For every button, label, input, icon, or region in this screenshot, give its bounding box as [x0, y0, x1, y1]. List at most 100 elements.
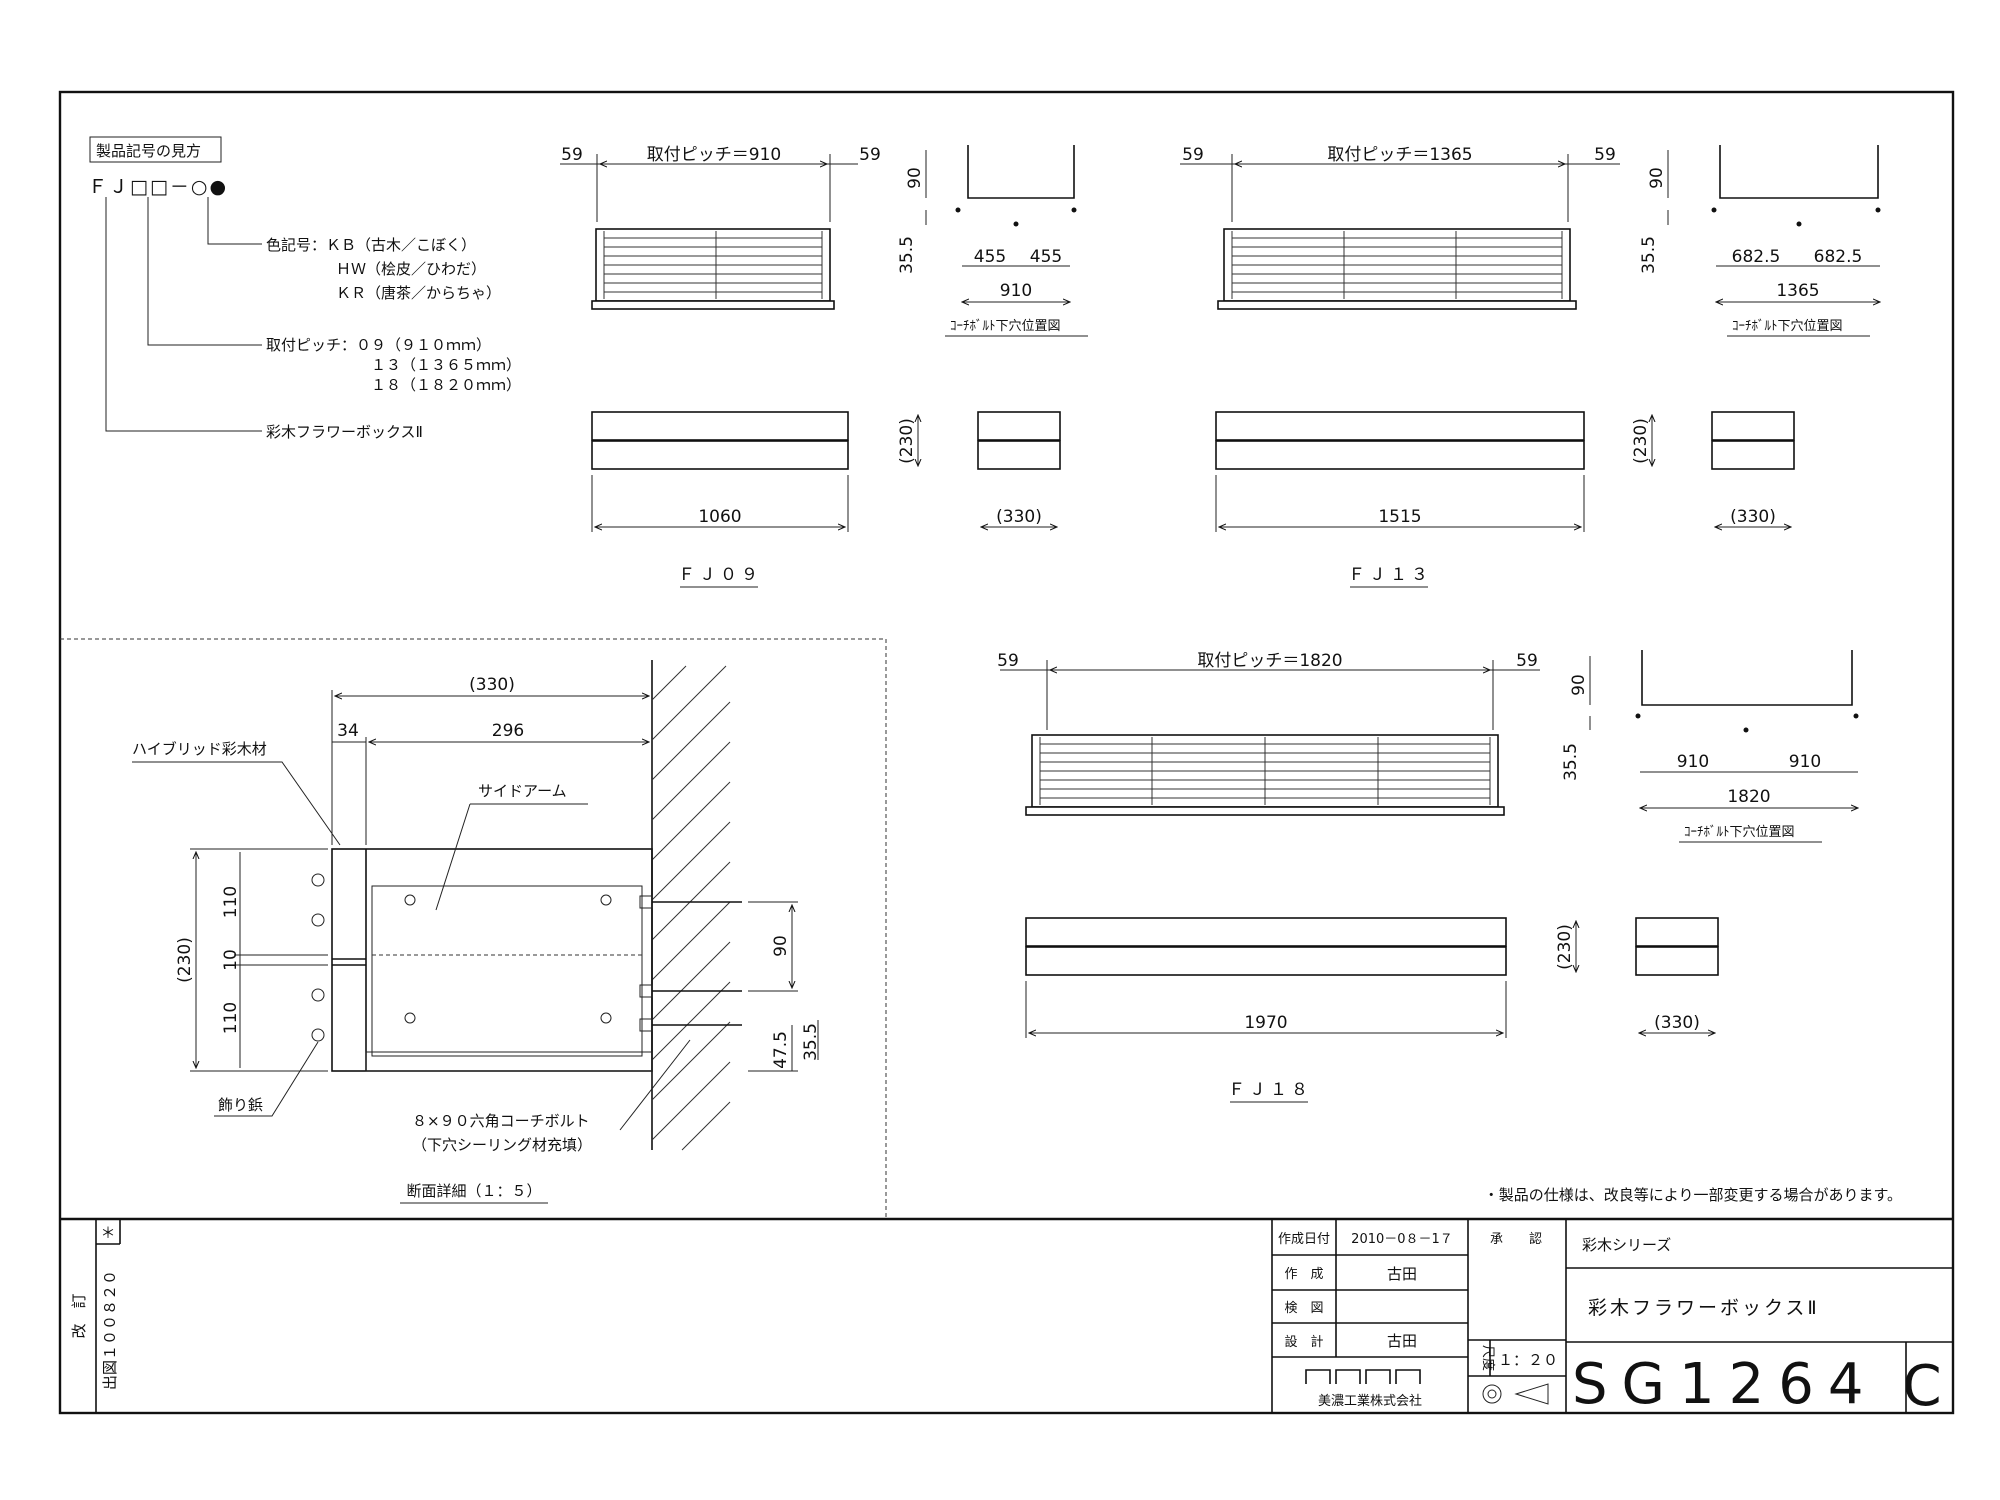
fj13-depth: (330): [1730, 507, 1776, 527]
fj09-side-lower: [591, 440, 849, 470]
legend-code: ＦＪ□□－○●: [88, 176, 228, 198]
fj09-edge-right: 59: [859, 145, 881, 165]
fj18-name: ＦＪ１８: [1228, 1080, 1312, 1100]
section-box-outline: [331, 848, 653, 1072]
tb-made-value: 古田: [1387, 1265, 1417, 1283]
fj13-width: 1515: [1378, 507, 1421, 527]
fj09-half-b: 455: [1030, 247, 1062, 267]
fj13-base: [1217, 300, 1577, 310]
tb-design-value: 古田: [1387, 1332, 1417, 1350]
fj13-caption: ｺｰﾁﾎﾞﾙﾄ下穴位置図: [1732, 319, 1843, 334]
section-h110b: 110: [221, 1002, 241, 1034]
section-screws: [311, 873, 612, 1042]
section-leader-rivet: [214, 1041, 319, 1117]
fj18-half-b: 910: [1789, 752, 1821, 772]
section-v475: 47.5: [771, 1031, 791, 1069]
section-detail: (330) 34 296 ハイブリッド彩木材 サイドアーム (230) 110 …: [132, 660, 821, 1204]
fj09-bracket: [967, 145, 1075, 199]
tb-date-label: 作成日付: [1278, 1232, 1330, 1247]
legend-pitch: 取付ピッチ：０９（９１０ｍｍ）: [266, 336, 491, 354]
legend-leader-product: [105, 197, 262, 432]
revision-mark: ＊: [100, 1224, 115, 1242]
tb-made-label: 作 成: [1284, 1267, 1323, 1282]
section-side-arm: [371, 885, 643, 1057]
projection-symbol-icon: [1482, 1383, 1549, 1405]
section-wall-hatch: [651, 665, 731, 1151]
fj13-edge-left: 59: [1182, 145, 1204, 165]
fj09-v355: 35.5: [897, 236, 917, 274]
fj09-total: 910: [1000, 281, 1032, 301]
fj09-depth: (330): [996, 507, 1042, 527]
fj13-views: 59 取付ピッチ＝1365 59 1515 (230) (330): [1180, 145, 1881, 588]
fj09-edge-left: 59: [561, 145, 583, 165]
section-d296: 296: [492, 721, 524, 741]
revision-block: ＊ 改 訂 出図１００８２０: [70, 1219, 121, 1413]
fj09-half-a: 455: [974, 247, 1006, 267]
section-d34: 34: [337, 721, 359, 741]
fj18-caption: ｺｰﾁﾎﾞﾙﾄ下穴位置図: [1684, 825, 1795, 840]
fj09-v90: 90: [905, 167, 925, 189]
fj13-end-lower: [1711, 440, 1795, 470]
tb-check-label: 検 図: [1284, 1301, 1323, 1316]
fj18-depth: (330): [1654, 1013, 1700, 1033]
section-caption: 断面詳細（１：５）: [406, 1182, 541, 1200]
tb-company: 美濃工業株式会社: [1318, 1393, 1422, 1409]
section-depth-total: (330): [469, 675, 515, 695]
section-coach-bolts: [639, 895, 742, 1032]
revision-issue: 出図１００８２０: [101, 1270, 119, 1390]
fj18-total: 1820: [1727, 787, 1770, 807]
spec-note: ・製品の仕様は、改良等により一部変更する場合があります。: [1484, 1186, 1902, 1204]
section-v90: 90: [771, 935, 791, 957]
fj09-pitch: 取付ピッチ＝910: [647, 145, 781, 165]
legend-title-box: [89, 136, 222, 163]
section-leader-material: [132, 761, 341, 846]
fj18-v90: 90: [1569, 674, 1589, 696]
fj18-end-lower: [1635, 946, 1719, 976]
fj18-views: 59 取付ピッチ＝1820 59 1970 (230) (33: [997, 650, 1858, 1103]
fj09-caption: ｺｰﾁﾎﾞﾙﾄ下穴位置図: [950, 319, 1061, 334]
fj18-pitch: 取付ピッチ＝1820: [1197, 651, 1342, 671]
section-label-rivet: 飾り鋲: [218, 1096, 263, 1114]
fj13-height: (230): [1631, 418, 1651, 464]
tb-approve-label: 承 認: [1490, 1231, 1542, 1247]
fj09-name: ＦＪ０９: [678, 565, 762, 585]
fj18-slats: [1039, 737, 1491, 805]
section-h230: (230): [175, 937, 195, 983]
legend-pitch-18: １８（１８２０ｍｍ）: [371, 376, 521, 394]
fj18-side-lower: [1025, 946, 1507, 976]
fj13-side-lower: [1215, 440, 1585, 470]
tb-date-value: 2010－0８－1７: [1351, 1232, 1453, 1247]
fj13-v355: 35.5: [1639, 236, 1659, 274]
section-bolt-line1: ８×９０六角コーチボルト: [412, 1112, 590, 1130]
fj18-end-upper: [1635, 917, 1719, 947]
legend-color: 色記号：ＫＢ（古木／こぼく）: [266, 236, 476, 254]
fj18-side-upper: [1025, 917, 1507, 947]
legend-pitch-13: １３（１３６５ｍｍ）: [371, 356, 521, 374]
fj13-bracket: [1719, 145, 1879, 199]
fj18-edge-left: 59: [997, 651, 1019, 671]
tb-revision-letter: C: [1902, 1354, 1955, 1419]
fj18-height: (230): [1555, 924, 1575, 970]
tb-drawing-no: SG1264: [1572, 1352, 1877, 1417]
legend-leader-pitch: [147, 197, 262, 346]
fj18-base: [1025, 806, 1505, 816]
legend-leader-color: [207, 197, 262, 245]
fj13-pitch: 取付ピッチ＝1365: [1327, 145, 1472, 165]
fj09-width: 1060: [698, 507, 741, 527]
section-h110a: 110: [221, 886, 241, 918]
fj13-half-b: 682.5: [1814, 247, 1863, 267]
fj09-slats: [603, 231, 823, 299]
title-block: 作成日付 2010－0８－1７ 承 認 作 成 古田 検 図 設 計 古田 美濃…: [1271, 1219, 1955, 1419]
fj09-side-upper: [591, 411, 849, 441]
tb-product: 彩木フラワーボックスⅡ: [1588, 1297, 1820, 1319]
tb-design-label: 設 計: [1284, 1334, 1323, 1350]
fj13-total: 1365: [1776, 281, 1819, 301]
section-bolt-line2: （下穴シーリング材充填）: [412, 1136, 592, 1154]
fj13-edge-right: 59: [1594, 145, 1616, 165]
tb-series: 彩木シリーズ: [1582, 1236, 1671, 1254]
fj18-v355: 35.5: [1561, 743, 1581, 781]
fj18-bracket: [1641, 650, 1853, 706]
product-code-legend: 製品記号の見方 ＦＪ□□－○● 色記号：ＫＢ（古木／こぼく） ＨＷ（桧皮／ひわだ…: [88, 136, 521, 441]
fj13-side-upper: [1215, 411, 1585, 441]
fj18-half-a: 910: [1677, 752, 1709, 772]
